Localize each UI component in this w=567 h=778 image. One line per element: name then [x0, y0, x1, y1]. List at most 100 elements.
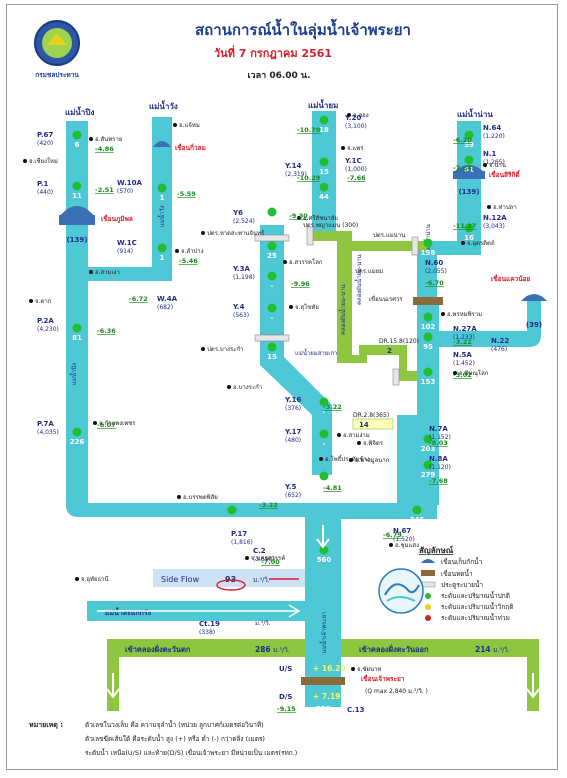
station-location-marker-icon: [177, 495, 181, 499]
west-canal-arrow-icon: [106, 673, 120, 699]
chaophraya-dam-values: U/S + 16.20 D/S + 7.19 -9.15 (Q max 2,84…: [277, 664, 428, 713]
bhumibol-dam-icon: [59, 206, 95, 217]
station-code: W.1C: [117, 239, 137, 247]
station-flow-value: -: [271, 314, 274, 322]
station-location-marker-icon: [453, 371, 457, 375]
station-code: Y.16: [284, 396, 301, 404]
station-water-level: -5.59: [177, 190, 196, 198]
naresuan-dam-icon: [413, 297, 443, 305]
station-water-level: -8.03: [429, 439, 448, 447]
station-water-level: -6.70: [425, 279, 444, 287]
station-status-dot: [464, 155, 474, 165]
station-code: N.67: [393, 527, 411, 535]
legend-weir-icon: [421, 570, 435, 576]
station-code: Y.20: [344, 114, 361, 122]
dr2-value: 14: [359, 421, 369, 429]
sakae-krang-flow-arrow-icon: [97, 604, 301, 618]
station-location-marker-icon: [245, 556, 249, 560]
station-capacity: (914): [117, 248, 133, 255]
station-location-marker-icon: [441, 312, 445, 316]
station-status-dot: [267, 207, 277, 217]
station-water-level: -3.22: [323, 403, 342, 411]
station-flow-value: 203: [421, 445, 436, 453]
station-location-marker-icon: [93, 421, 97, 425]
station-place-name: อ.สามเงา: [95, 269, 120, 276]
station-status-dot: [319, 429, 329, 439]
legend-storage-dam-icon: [421, 559, 435, 563]
station-flow-value: -: [323, 408, 326, 416]
east-canal-arrow-icon: [526, 673, 540, 699]
station-code: N.27A: [453, 325, 477, 333]
west-canal-value: 286: [255, 645, 271, 654]
station-code: N.7A: [429, 425, 448, 433]
station-flow-value: 11: [72, 192, 82, 200]
station-location-marker-icon: [23, 159, 27, 163]
ping-upper-channel: [66, 121, 88, 229]
station-flow-value: 113: [225, 516, 240, 524]
station-status-dot: [423, 332, 433, 342]
gate-label-yom: ปตร.แมยม: [355, 268, 383, 275]
gate-label-phaya-man: ปตร.พญาแมน (300): [303, 222, 358, 229]
station-water-level: -11.27: [453, 222, 476, 230]
station-location-marker-icon: [89, 270, 93, 274]
station-status-dot: [227, 505, 237, 515]
west-canal-unit: ม.³/วิ.: [273, 646, 290, 654]
rid-logo-emblem-icon: [47, 33, 67, 45]
station-water-level: -10.70: [297, 126, 321, 134]
station-water-level: -3.22: [453, 338, 472, 346]
gate-label-dr2: DR.2.8(365): [353, 412, 389, 419]
east-canal-value: 214: [475, 645, 491, 654]
station-place-name: อ.ท่าปลา: [493, 204, 517, 211]
legend-item-weir: เขื่อนทดน้ำ: [441, 569, 473, 578]
station-capacity: (1,152): [429, 434, 451, 441]
station-flow-value: -: [323, 440, 326, 448]
station-place-name: จ.สุโขทัย: [295, 303, 319, 311]
gate-hat-saphan-chan-icon: [254, 234, 290, 242]
station-water-level: -9.30: [289, 212, 308, 220]
station-capacity: (2,319): [285, 171, 307, 178]
station-location-marker-icon: [175, 249, 179, 253]
station-place-name: จ.พิจิตร: [363, 440, 384, 447]
river-network: [66, 111, 541, 707]
station-status-dot: [319, 545, 329, 555]
station-location-marker-icon: [227, 385, 231, 389]
station-location-marker-icon: [283, 260, 287, 264]
station-capacity: (3,590): [253, 556, 275, 563]
station-code: N.22: [491, 337, 509, 345]
station-capacity: (570): [117, 188, 133, 195]
us-level-value: + 16.20: [313, 664, 346, 673]
west-canal-bar: [107, 639, 305, 657]
station-capacity: (3,100): [345, 123, 367, 130]
station-place-name: จ.กำแพงเพชร: [99, 420, 136, 427]
station-code: Ct.19: [199, 620, 220, 628]
station-place-name: จ.นครสวรรค์: [251, 554, 285, 562]
report-time: เวลา 06.00 น.: [247, 71, 310, 81]
station-code: N.1: [483, 150, 497, 158]
station-capacity: (1,452): [453, 360, 475, 367]
station-water-level: -6.07: [97, 421, 116, 429]
legend-item-normal: ระดับและปริมาณน้ำปกติ: [441, 591, 510, 600]
chaophraya-dam-label: เขื่อนเจ้าพระยา: [361, 673, 405, 683]
river-label-ping: แม่น้ำปิง: [65, 106, 94, 117]
station-flow-value: 279: [421, 471, 436, 479]
station-code: Y6: [232, 209, 243, 217]
notes-label: หมายเหตุ :: [29, 721, 63, 729]
side-flow-highlight: [216, 579, 246, 591]
station-capacity: (1,000): [345, 166, 367, 173]
station-status-dot: [423, 460, 433, 470]
station-code: W.10A: [117, 179, 143, 187]
nan-junction-channel: [307, 503, 437, 519]
station-location-marker-icon: [201, 231, 205, 235]
chaophraya-flow-arrow-icon: [316, 525, 330, 549]
ds-level-value: + 7.19: [313, 692, 340, 701]
west-canal-label: เข้าคลองฝั่งตะวันตก: [125, 643, 191, 654]
river-label-yom: แม่น้ำยม: [308, 99, 338, 110]
station-code: P.1: [37, 180, 49, 188]
legend-title: สัญลักษณ์: [419, 545, 454, 556]
khwae-noi-dam-label: เขื่อนแควน้อย: [491, 273, 531, 283]
station-location-marker-icon: [297, 216, 301, 220]
station-capacity: (4,035): [37, 429, 59, 436]
station-capacity: (2,524): [233, 218, 255, 225]
water-situation-diagram: กรมชลประทาน สถานการณ์น้ำในลุ่มน้ำเจ้าพระ…: [23, 18, 547, 757]
yom-nan-diversion-canal: [312, 231, 427, 363]
